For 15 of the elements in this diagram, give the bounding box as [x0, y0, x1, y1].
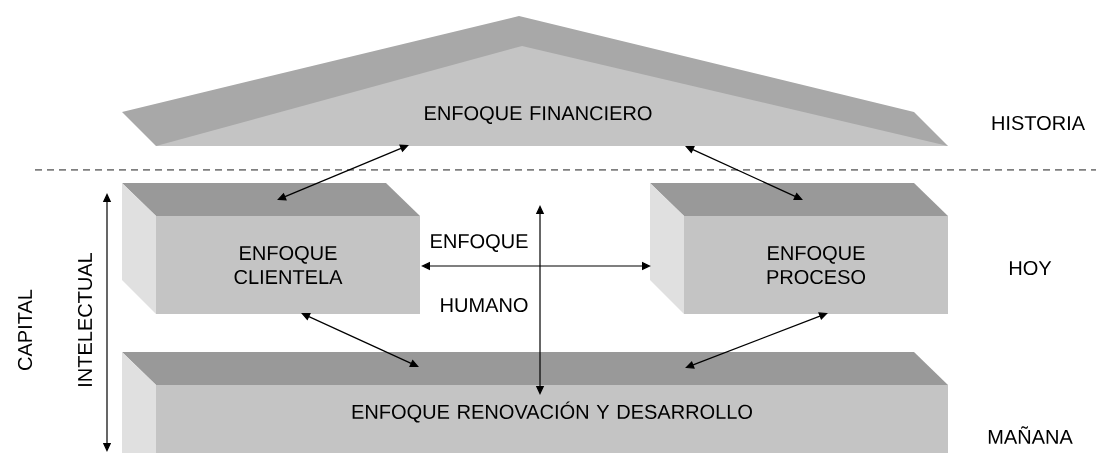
block-box: ENFOQUE PROCESO	[650, 183, 948, 314]
arrow	[535, 205, 545, 395]
arrow	[421, 261, 651, 271]
base-block: ENFOQUE RENOVACIÓN Y DESARROLLO	[122, 352, 948, 453]
arrow	[685, 145, 803, 201]
arrow	[277, 144, 409, 201]
side-label: INTELECTUAL	[77, 252, 93, 386]
block-box: ENFOQUE CLIENTELA	[122, 183, 420, 314]
arrow	[301, 312, 419, 368]
text-label: ENFOQUE HUMANO	[431, 234, 528, 313]
side-label: HOY	[1010, 260, 1052, 276]
side-label: MAÑANA	[988, 426, 1073, 444]
arrow	[685, 312, 828, 369]
side-label: CAPITAL	[17, 289, 33, 370]
side-label: HISTORIA	[992, 115, 1085, 131]
